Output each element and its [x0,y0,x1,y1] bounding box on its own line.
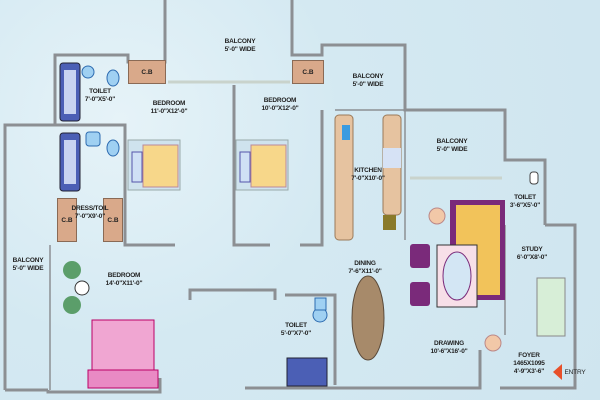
kitchen-counter [334,114,354,241]
wall [245,350,482,390]
lamp-icon [484,334,502,352]
armchair-icon [410,244,430,268]
coffee-table-icon [442,251,472,301]
entry-label: ENTRY [564,369,586,376]
bed-icon [142,144,179,188]
bed-icon [250,144,287,188]
study-desk-icon [536,277,566,337]
armchair-icon [63,296,81,314]
refrigerator-icon [383,215,396,230]
bathtub-icon [286,357,328,387]
pillows [239,151,251,183]
armchair-icon [410,282,430,306]
toilet-seat-icon [106,139,120,157]
washbasin-icon [314,297,327,311]
plan-shape [64,140,76,184]
wall [55,123,127,245]
pillows [131,151,143,183]
wall [500,223,577,390]
side-table-icon [74,280,90,296]
wall [290,0,547,225]
cupboard: C.B [128,60,166,84]
lamp-icon [428,207,446,225]
toilet-seat-icon [106,69,120,87]
wall [285,293,337,385]
wall [188,288,277,300]
cupboard: C.B [57,198,77,242]
toilet-seat-icon [529,171,539,185]
wall [232,85,270,247]
armchair-icon [63,261,81,279]
cupboard: C.B [292,60,324,84]
wall [53,0,167,125]
cupboard: C.B [103,198,123,242]
bathtub-inner [64,70,76,114]
dining-table-icon [351,275,385,361]
wall [3,123,55,390]
washbasin-icon [81,65,95,79]
stove-icon [383,148,401,168]
sink-icon [342,125,350,140]
wall [300,110,324,247]
washbasin-icon [85,131,101,147]
walls [3,0,577,394]
bed-headboard [87,369,159,389]
entry-arrow-icon [553,364,562,380]
wall [123,230,175,247]
